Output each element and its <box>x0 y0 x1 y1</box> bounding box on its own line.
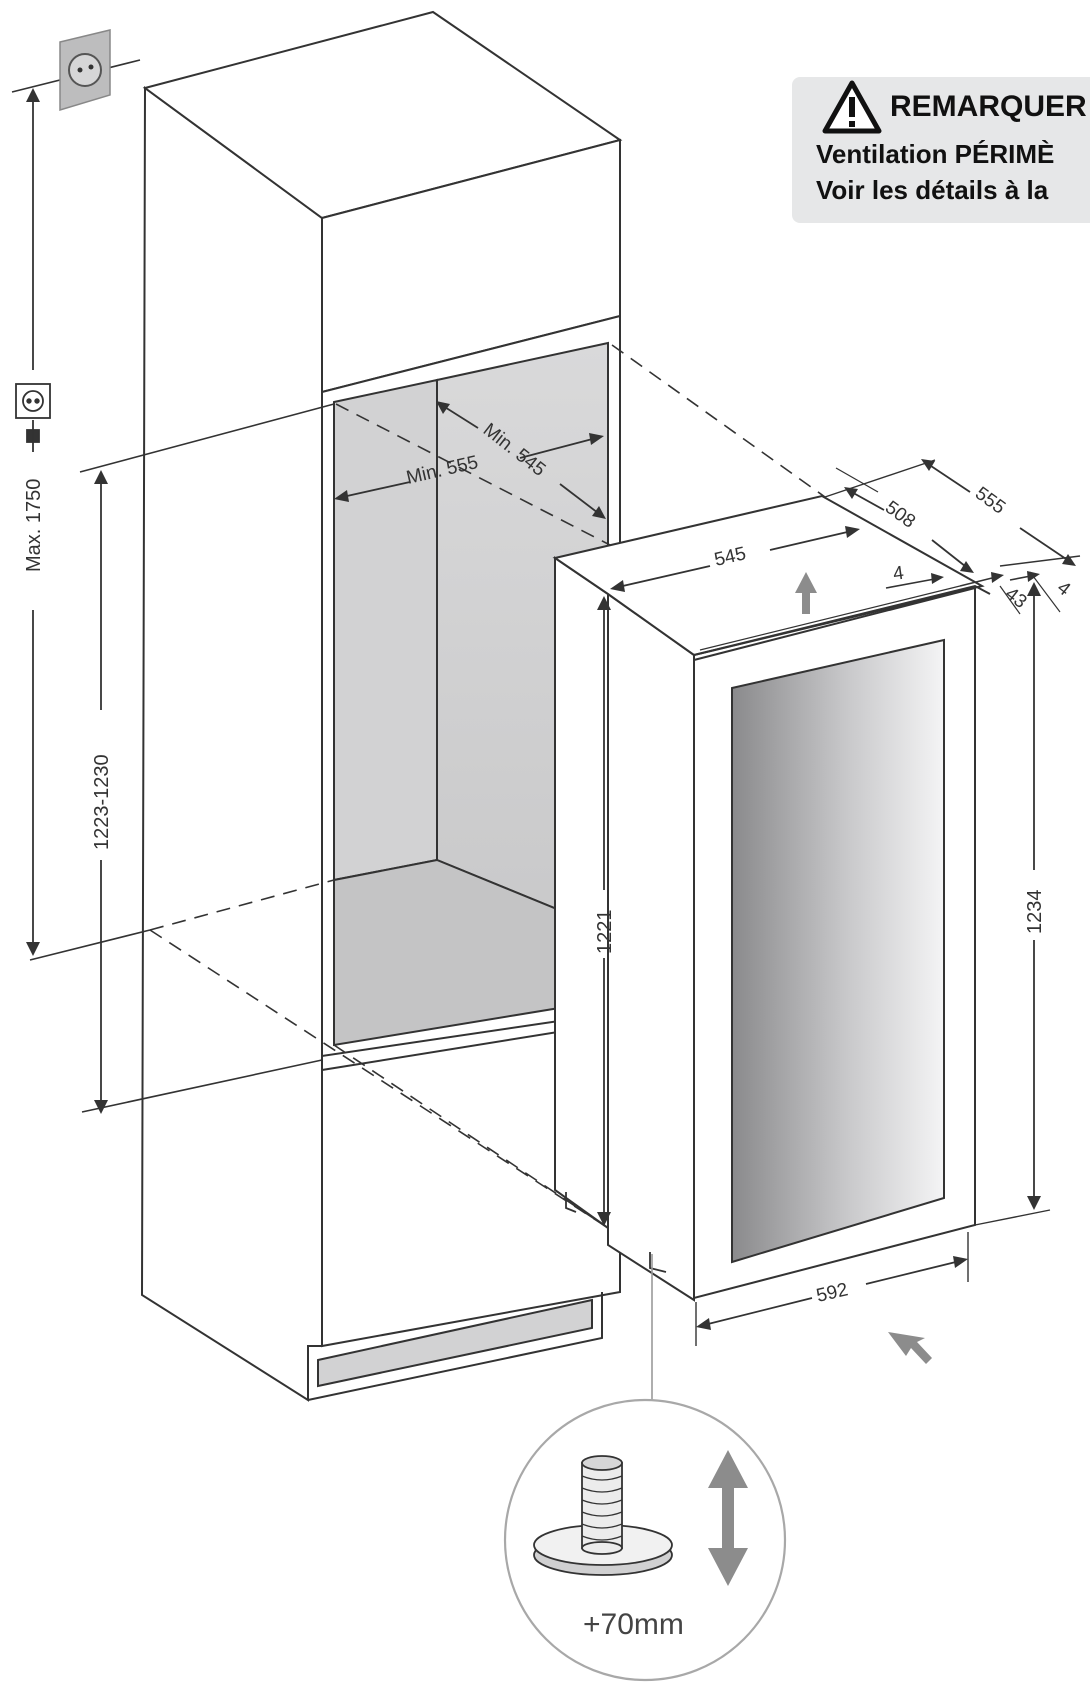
tall-cabinet <box>140 10 623 1402</box>
cabinet-lower-door <box>321 1020 621 1348</box>
airflow-arrow-icon <box>795 572 817 614</box>
notice-title: REMARQUER <box>890 90 1087 123</box>
dim-appliance-depth <box>835 467 974 573</box>
dim-door-width <box>695 1232 969 1346</box>
foot-detail: +70mm <box>503 1398 787 1682</box>
cooler-side-face <box>554 556 609 1230</box>
gap-left-label: 4 <box>892 563 906 585</box>
max-height-label: Max. 1750 <box>23 479 45 572</box>
gap-right-label: 4 <box>1053 577 1075 600</box>
dim-small-gaps <box>885 571 1061 615</box>
appliance-depth-label: 508 <box>881 497 919 533</box>
adjustable-foot-icon <box>533 1455 673 1576</box>
cooler-feet <box>565 1192 695 1300</box>
socket-plug-icon <box>15 383 51 452</box>
wall-socket-icon <box>59 29 111 112</box>
height-adjust-arrow-icon <box>708 1450 748 1586</box>
door-width-label: 592 <box>814 1279 850 1307</box>
dim-appliance-width <box>610 526 860 592</box>
cooler-glass <box>731 638 945 1264</box>
notice-line-2: Voir les détails à la <box>816 175 1049 205</box>
appliance-height-front-label: 1234 <box>1024 890 1046 935</box>
projection-lines <box>149 344 826 1229</box>
appliance-height-side-label: 1221 <box>594 910 616 955</box>
foot-adjust-label: +70mm <box>583 1608 684 1641</box>
dim-niche-width <box>334 433 604 502</box>
cabinet-plinth <box>317 1298 593 1388</box>
niche-left-wall <box>333 378 438 882</box>
warning-triangle-icon <box>822 80 882 134</box>
dim-total-depth <box>824 459 1081 567</box>
dim-niche-depth <box>436 401 606 519</box>
airflow-arrow-icon <box>888 1332 932 1364</box>
dim-appliance-height-side <box>597 596 611 1226</box>
niche-height-label: 1223-1230 <box>91 754 113 850</box>
door-thickness-label: 43 <box>1001 583 1031 613</box>
cooler-body-front <box>607 592 695 1302</box>
dim-niche-height <box>94 470 108 1114</box>
ventilation-notice: REMARQUER Ventilation PÉRIMÈ Voir les dé… <box>792 77 1090 223</box>
wine-cooler <box>552 494 991 1302</box>
plinth-edge <box>307 1292 603 1401</box>
total-depth-label: 555 <box>971 483 1009 519</box>
notice-line-1: Ventilation PÉRIMÈ <box>816 139 1055 169</box>
dim-appliance-height-front <box>974 582 1051 1226</box>
dim-max-height <box>26 88 40 956</box>
cabinet-side-face <box>140 86 323 1402</box>
